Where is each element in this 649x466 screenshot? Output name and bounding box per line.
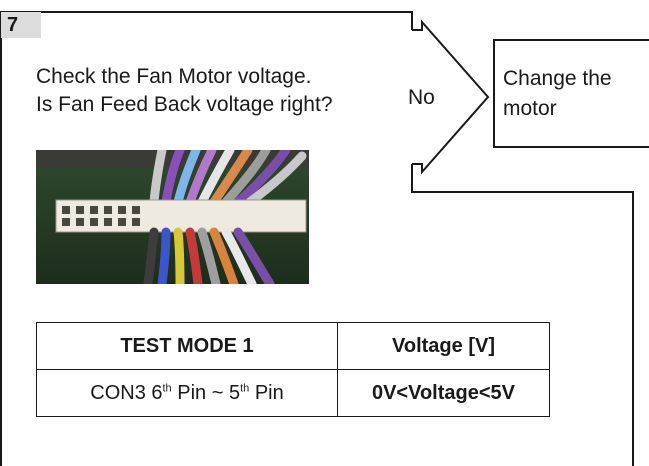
- question-line-1: Check the Fan Motor voltage.: [36, 63, 333, 91]
- table-header-row: TEST MODE 1 Voltage [V]: [37, 323, 550, 370]
- step-number-badge: 7: [1, 12, 41, 38]
- action-line-2: motor: [503, 94, 612, 124]
- question-line-2: Is Fan Feed Back voltage right?: [36, 91, 333, 119]
- question-text: Check the Fan Motor voltage. Is Fan Feed…: [36, 63, 333, 119]
- no-branch-label: No: [408, 86, 435, 110]
- action-line-1: Change the: [503, 64, 612, 94]
- table-row: CON3 6th Pin ~ 5th Pin 0V<Voltage<5V: [37, 370, 550, 417]
- table-header-test-mode: TEST MODE 1: [37, 323, 338, 370]
- connector-photo: [36, 150, 309, 284]
- action-text: Change the motor: [503, 64, 612, 124]
- table-cell-voltage: 0V<Voltage<5V: [338, 370, 550, 417]
- table-cell-pins: CON3 6th Pin ~ 5th Pin: [37, 370, 338, 417]
- table-header-voltage: Voltage [V]: [338, 323, 550, 370]
- test-table: TEST MODE 1 Voltage [V] CON3 6th Pin ~ 5…: [36, 322, 550, 417]
